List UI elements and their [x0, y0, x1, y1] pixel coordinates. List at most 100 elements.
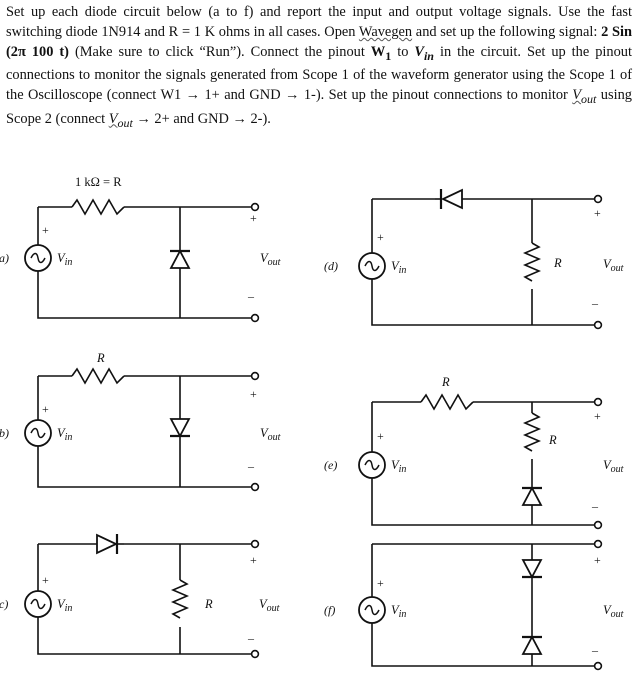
- plus-b-out: +: [250, 387, 257, 401]
- vin-c-v: V: [57, 597, 66, 611]
- resistor-c: [170, 579, 190, 619]
- label-d: (d): [324, 259, 338, 273]
- vin-a: Vin: [57, 251, 72, 268]
- source-e: [358, 451, 386, 479]
- circuit-f: (f) + Vin + Vout –: [324, 539, 624, 671]
- source-f: [358, 596, 386, 624]
- plus-e-src: +: [377, 429, 384, 443]
- vout-f-v: V: [603, 603, 612, 617]
- vin-sub: in: [423, 48, 434, 63]
- vin-d-sub: in: [399, 265, 407, 276]
- terminal-c-top: [250, 539, 260, 549]
- vout-symbol-2: Vout: [108, 110, 133, 130]
- vin-b: Vin: [57, 426, 72, 443]
- signal-expression: 2 Sin (2π 100 t): [6, 23, 632, 60]
- terminal-a-bottom: [250, 313, 260, 323]
- circuit-a: (a) 1 kΩ = R + Vin + Vout –: [0, 175, 281, 323]
- vout-letter-1: V: [572, 87, 582, 104]
- vin-e-v: V: [391, 458, 400, 472]
- vout-b-v: V: [260, 426, 269, 440]
- source-a: [24, 244, 52, 272]
- vout-sub-1: out: [581, 91, 597, 106]
- diode-c: [96, 533, 124, 555]
- terminal-b-bottom: [250, 482, 260, 492]
- w1-letter: W: [370, 43, 386, 60]
- plus-f-src: +: [377, 576, 384, 590]
- diode-f-upper: [521, 559, 543, 587]
- label-e: (e): [324, 458, 337, 472]
- w1-sub: 1: [385, 48, 392, 63]
- vin-c: Vin: [57, 597, 72, 614]
- vout-f-sub: out: [611, 609, 624, 620]
- resistor-e-series: [420, 393, 474, 411]
- terminal-d-bottom: [593, 320, 603, 330]
- diode-e: [521, 479, 543, 506]
- vin-b-sub: in: [65, 432, 73, 443]
- vin-f: Vin: [391, 603, 406, 620]
- source-c: [24, 590, 52, 618]
- instr-text-8: → 2+ and GND → 2-).: [132, 110, 271, 127]
- vin-b-v: V: [57, 426, 66, 440]
- vin-a-sub: in: [65, 257, 73, 268]
- vin-letter: V: [414, 43, 424, 60]
- label-c: (c): [0, 597, 8, 611]
- vin-f-sub: in: [399, 609, 407, 620]
- diode-b: [169, 418, 191, 446]
- terminal-d-top: [593, 194, 603, 204]
- terminal-c-bottom: [250, 649, 260, 659]
- minus-b-out: –: [247, 459, 255, 473]
- plus-a-out: +: [250, 211, 257, 225]
- vout-f: Vout: [603, 603, 624, 620]
- source-b: [24, 419, 52, 447]
- resistor-a-label: 1 kΩ = R: [75, 175, 122, 189]
- plus-a-src: +: [42, 223, 49, 237]
- vout-e-sub: out: [611, 464, 624, 475]
- terminal-b-top: [250, 371, 260, 381]
- resistor-b-label: R: [96, 351, 105, 365]
- vout-c-v: V: [259, 597, 268, 611]
- instr-text-7: using Scope 2 (connect: [6, 87, 632, 127]
- instr-text-1: Set up each diode circuit below (a to f)…: [6, 4, 632, 40]
- instr-text-4: (Make sure to click “Run”). Connect the …: [68, 43, 371, 60]
- vout-d-sub: out: [611, 263, 624, 274]
- diode-d: [435, 188, 463, 210]
- diode-f-lower: [521, 627, 543, 655]
- vin-c-sub: in: [65, 603, 73, 614]
- terminal-e-top: [593, 397, 603, 407]
- instr-text-6: in the circuit. Set up the pinout connec…: [6, 43, 633, 104]
- vout-e: Vout: [603, 458, 624, 475]
- vout-symbol-1: Vout: [572, 87, 597, 106]
- plus-c-out: +: [250, 553, 257, 567]
- vout-d: Vout: [603, 257, 624, 274]
- source-d: [358, 252, 386, 280]
- plus-e-out: +: [594, 409, 601, 423]
- resistor-b: [71, 367, 125, 385]
- vin-e: Vin: [391, 458, 406, 475]
- terminal-a-top: [250, 202, 260, 212]
- vin-d-v: V: [391, 259, 400, 273]
- vout-b-sub: out: [268, 432, 281, 443]
- circuit-b: (b) R + Vin + Vout –: [0, 351, 281, 492]
- vout-a: Vout: [260, 251, 281, 268]
- minus-a-out: –: [247, 289, 255, 303]
- minus-e-out: –: [591, 499, 599, 513]
- resistor-d: [522, 242, 542, 282]
- terminal-f-top: [593, 539, 603, 549]
- plus-d-src: +: [377, 230, 384, 244]
- resistor-e-series-label: R: [441, 375, 450, 389]
- instr-text-eq: =: [178, 23, 194, 40]
- minus-d-out: –: [591, 296, 599, 310]
- vin-symbol: Vin: [414, 43, 434, 63]
- vin-d: Vin: [391, 259, 406, 276]
- w1-pinout: W1: [370, 43, 392, 63]
- vin-a-v: V: [57, 251, 66, 265]
- vout-c-sub: out: [267, 603, 280, 614]
- label-f: (f): [324, 603, 335, 617]
- circuit-c: (c) R + Vin + Vout –: [0, 533, 280, 659]
- vin-e-sub: in: [399, 464, 407, 475]
- vout-letter-2: V: [108, 110, 118, 127]
- terminal-f-bottom: [593, 661, 603, 671]
- minus-c-out: –: [247, 631, 255, 645]
- diode-a: [169, 241, 191, 269]
